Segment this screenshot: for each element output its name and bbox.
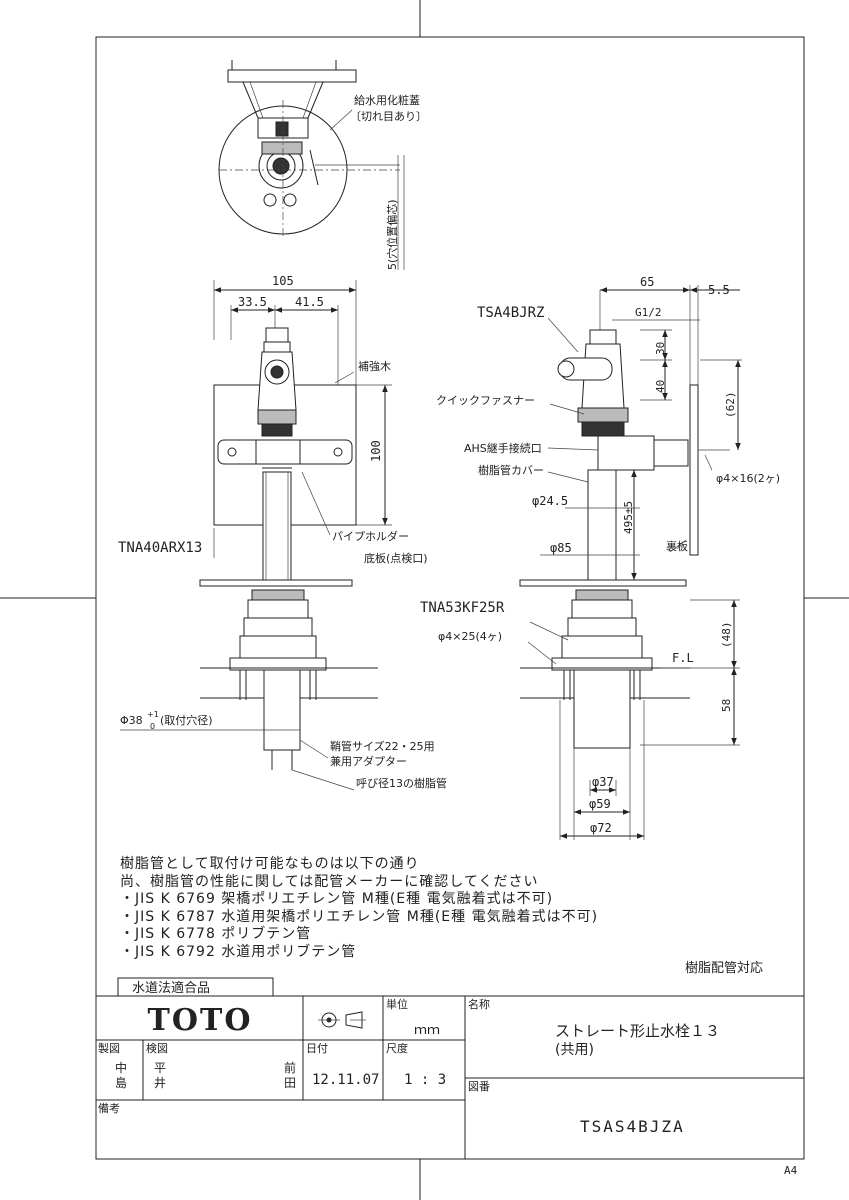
checked-name-1: 平 xyxy=(154,1061,166,1075)
base-plate-label: 底板(点検口) xyxy=(364,551,428,565)
date-label: 日付 xyxy=(306,1042,328,1055)
note-line: ・JIS K 6778 ポリブテン管 xyxy=(120,926,312,943)
model-tna53kf25r: TNA53KF25R xyxy=(420,600,505,616)
brand-logo: TOTO xyxy=(148,1003,253,1038)
checked-label: 検図 xyxy=(146,1041,168,1055)
ahs-label: AHS継手接続口 xyxy=(464,441,542,455)
dim-100: 100 xyxy=(369,440,383,462)
dim-24-5: φ24.5 xyxy=(532,494,568,508)
top-view xyxy=(218,60,405,270)
pipe-holder-label: パイプホルダー xyxy=(332,529,409,543)
compliance-label: 水道法適合品 xyxy=(132,980,210,996)
date-value: 12.11.07 xyxy=(312,1072,379,1088)
drawn-label: 製図 xyxy=(98,1041,120,1055)
sheet-size: A4 xyxy=(784,1164,798,1177)
model-tsa4bjrz: TSA4BJRZ xyxy=(477,305,544,321)
dim-5-5: 5.5 xyxy=(708,283,730,297)
title-block xyxy=(96,977,804,1159)
note-line: 尚、樹脂管の性能に関しては配管メーカーに確認してください xyxy=(120,873,539,890)
dim-59: φ59 xyxy=(589,797,611,811)
fastener-label: クイックファスナー xyxy=(436,394,535,407)
remarks-label: 備考 xyxy=(98,1102,120,1115)
dim-33-5: 33.5 xyxy=(238,295,267,309)
checked-name-3: 前 xyxy=(284,1060,296,1075)
note-line: 樹脂管として取付け可能なものは以下の通り xyxy=(120,856,420,872)
note-line: ・JIS K 6792 水道用ポリブテン管 xyxy=(120,943,357,960)
product-name: ストレート形止水栓１３ xyxy=(555,1022,720,1040)
notes-block: 樹脂管として取付け可能なものは以下の通り 尚、樹脂管の性能に関しては配管メーカー… xyxy=(120,856,760,962)
back-plate-label: 裏板 xyxy=(666,539,688,553)
dim-105: 105 xyxy=(272,274,294,288)
screw-label-2: φ4×25(4ヶ) xyxy=(438,630,502,643)
checked-name-4: 田 xyxy=(284,1076,296,1090)
hole-tol-lower: 0 xyxy=(150,722,155,731)
note-line: ・JIS K 6769 架橋ポリエチレン管 M種(E種 電気融着式は不可) xyxy=(120,891,554,908)
dim-48: (48) xyxy=(720,622,733,649)
thread-g1-2: G1/2 xyxy=(635,306,662,319)
drawing-no: TSAS4BJZA xyxy=(580,1117,685,1136)
dim-85: φ85 xyxy=(550,541,572,555)
unit-value: ｍｍ xyxy=(414,1023,440,1038)
pipe-label: 呼び径13の樹脂管 xyxy=(356,776,447,790)
side-view xyxy=(519,285,742,840)
hole-note: (取付穴径) xyxy=(160,713,213,727)
dim-65: 65 xyxy=(640,275,654,289)
dim-40: 40 xyxy=(654,380,667,393)
checked-name-2: 井 xyxy=(154,1076,166,1090)
offset-label: 5(穴位置偏芯) xyxy=(385,199,399,270)
dim-62: (62) xyxy=(724,392,737,419)
screw-label: φ4×16(2ヶ) xyxy=(716,472,780,485)
hole-dim: Φ38 xyxy=(120,714,143,727)
drawing-no-label: 図番 xyxy=(468,1080,490,1093)
cover-label: 給水用化粧蓋 xyxy=(354,93,420,107)
cover-note: 〔切れ目あり〕 xyxy=(350,110,427,123)
drawn-name-2: 島 xyxy=(115,1075,127,1090)
dim-495: 495±5 xyxy=(622,501,635,534)
resin-note: 樹脂配管対応 xyxy=(685,961,763,976)
adapter-label-1: 鞘管サイズ22・25用 xyxy=(330,739,435,753)
hole-tol-upper: +1 xyxy=(147,710,159,719)
unit-label: 単位 xyxy=(386,997,408,1011)
model-tna40arx13: TNA40ARX13 xyxy=(118,540,202,556)
drawn-name-1: 中 xyxy=(115,1060,127,1075)
dim-37: φ37 xyxy=(592,775,614,789)
fl-label: F.L xyxy=(672,651,694,665)
scale-value: 1 : 3 xyxy=(404,1072,446,1088)
front-view xyxy=(199,280,392,770)
name-label: 名称 xyxy=(468,997,490,1011)
dim-58: 58 xyxy=(720,699,733,712)
dim-30: 30 xyxy=(654,342,667,355)
note-line: ・JIS K 6787 水道用架橋ポリエチレン管 M種(E種 電気融着式は不可) xyxy=(120,908,599,925)
scale-label: 尺度 xyxy=(386,1041,408,1055)
cover-label-side: 樹脂管カバー xyxy=(478,463,544,477)
dim-41-5: 41.5 xyxy=(295,295,324,309)
adapter-label-2: 兼用アダプター xyxy=(330,754,407,768)
product-name-sub: (共用) xyxy=(555,1042,594,1058)
reinforcement-label: 補強木 xyxy=(358,360,391,373)
dim-72: φ72 xyxy=(590,821,612,835)
